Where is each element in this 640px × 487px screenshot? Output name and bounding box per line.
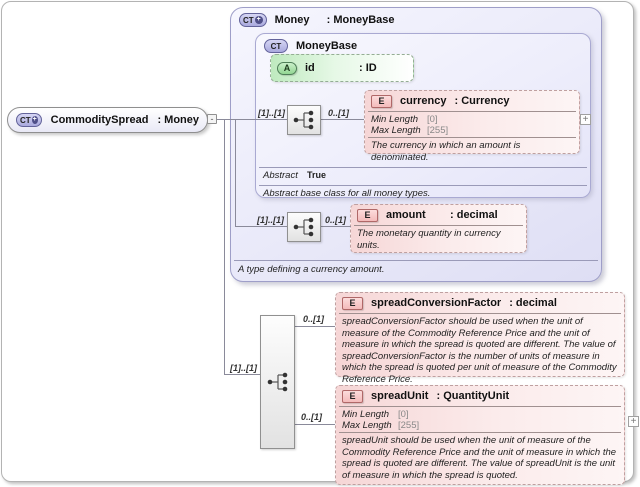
cardinality-label: [1]..[1] xyxy=(258,108,285,118)
badge-label: CT xyxy=(270,41,282,51)
spreadconversionfactor-element-box[interactable]: E spreadConversionFactor : decimal sprea… xyxy=(335,292,625,385)
connector-line xyxy=(235,119,236,227)
attribute-type: : ID xyxy=(359,62,377,74)
element-name: amount xyxy=(386,209,426,221)
divider xyxy=(368,137,576,138)
element-type: : QuantityUnit xyxy=(436,390,510,402)
element-icon: E xyxy=(342,389,363,403)
divider xyxy=(259,185,587,186)
spreadconversionfactor-header: E spreadConversionFactor : decimal xyxy=(336,293,624,313)
complex-type-icon: CT xyxy=(264,39,288,53)
currency-facets: Min Length [0] Max Length [255] xyxy=(365,112,579,137)
divider xyxy=(339,313,621,314)
divider xyxy=(354,225,523,226)
cardinality-label: 0..[1] xyxy=(303,314,325,324)
facet-label: Abstract xyxy=(263,170,298,181)
currency-doc: The currency in which an amount is denom… xyxy=(371,140,521,163)
moneybase-doc: Abstract base class for all money types. xyxy=(263,188,431,199)
cardinality-label: 0..[1] xyxy=(328,108,350,118)
root-type: : Money xyxy=(157,114,199,126)
commodityspread-root-node[interactable]: CT+ CommoditySpread : Money xyxy=(7,107,208,133)
base-type: : MoneyBase xyxy=(326,14,395,26)
money-header: CT+ Money : MoneyBase xyxy=(239,13,395,27)
spreadconversionfactor-doc: spreadConversionFactor should be used wh… xyxy=(342,316,617,385)
facet-label: Min Length xyxy=(342,409,390,420)
connector-line xyxy=(295,326,335,327)
connector-line xyxy=(295,424,335,425)
abstract-facet: Abstract True xyxy=(263,170,326,181)
cardinality-label: 0..[1] xyxy=(325,215,347,225)
currency-element-box[interactable]: E currency : Currency Min Length [0] Max … xyxy=(364,90,580,163)
divider xyxy=(339,406,621,407)
amount-doc: The monetary quantity in currency units. xyxy=(357,228,501,251)
facet-label: Min Length xyxy=(371,114,419,125)
id-header: A id : ID xyxy=(271,55,413,81)
sequence-icon[interactable] xyxy=(287,212,321,242)
attribute-icon: A xyxy=(277,61,297,75)
connector-line xyxy=(321,119,364,120)
facet-value: True xyxy=(307,170,327,180)
badge-label: CT xyxy=(243,15,254,25)
root-name: CommoditySpread xyxy=(50,114,149,126)
divider xyxy=(339,432,621,433)
connector-line xyxy=(224,119,287,120)
currency-expand-button[interactable]: + xyxy=(580,114,591,125)
divider xyxy=(259,167,587,168)
sequence-icon[interactable] xyxy=(260,315,295,449)
facet-label: Max Length xyxy=(342,420,392,431)
facet-value: [255] xyxy=(398,420,420,431)
divider xyxy=(368,111,576,112)
money-doc: A type defining a currency amount. xyxy=(238,264,385,275)
spreadunit-header: E spreadUnit : QuantityUnit xyxy=(336,386,624,406)
connector-line xyxy=(217,119,225,120)
spreadunit-doc: spreadUnit should be used when the unit … xyxy=(342,435,617,481)
connector-line xyxy=(235,226,287,227)
element-type: : decimal xyxy=(450,209,498,221)
id-attribute-box[interactable]: A id : ID xyxy=(270,54,414,82)
plus-icon: + xyxy=(31,116,38,124)
type-name: MoneyBase xyxy=(296,40,358,52)
moneybase-header: CT MoneyBase xyxy=(264,39,357,53)
spreadunit-expand-button[interactable]: + xyxy=(628,416,639,427)
sequence-icon[interactable] xyxy=(287,105,321,135)
facet-value: [0] xyxy=(427,114,438,125)
complex-type-icon: CT+ xyxy=(239,13,267,27)
connector-trunk xyxy=(224,119,225,375)
cardinality-label: [1]..[1] xyxy=(257,215,284,225)
spreadunit-element-box[interactable]: E spreadUnit : QuantityUnit Min Length [0… xyxy=(335,385,625,485)
spreadunit-facets: Min Length [0] Max Length [255] xyxy=(336,407,624,432)
element-icon: E xyxy=(357,208,378,222)
plus-icon: + xyxy=(254,16,263,24)
sequence-glyph xyxy=(267,372,287,392)
attribute-name: id xyxy=(305,62,315,74)
facet-value: [255] xyxy=(427,125,449,136)
connector-line xyxy=(224,374,261,375)
element-name: spreadConversionFactor xyxy=(371,297,502,309)
divider xyxy=(234,260,598,261)
element-type: : Currency xyxy=(454,95,510,107)
element-type: : decimal xyxy=(509,297,557,309)
cardinality-label: 0..[1] xyxy=(301,412,323,422)
connector-line xyxy=(321,226,351,227)
amount-header: E amount : decimal xyxy=(351,205,526,225)
root-collapse-button[interactable]: - xyxy=(207,114,217,124)
element-name: currency xyxy=(400,95,447,107)
element-icon: E xyxy=(371,94,392,108)
element-icon: E xyxy=(342,296,363,310)
sequence-glyph xyxy=(293,110,314,130)
facet-value: [0] xyxy=(398,409,409,420)
complex-type-icon: CT+ xyxy=(16,113,42,127)
sequence-glyph xyxy=(293,217,314,237)
facet-label: Max Length xyxy=(371,125,421,136)
cardinality-label: [1]..[1] xyxy=(230,363,257,373)
element-name: spreadUnit xyxy=(371,390,429,402)
badge-label: CT xyxy=(20,115,31,125)
amount-element-box[interactable]: E amount : decimal The monetary quantity… xyxy=(350,204,527,253)
type-name: Money xyxy=(274,14,310,26)
currency-header: E currency : Currency xyxy=(365,91,579,111)
